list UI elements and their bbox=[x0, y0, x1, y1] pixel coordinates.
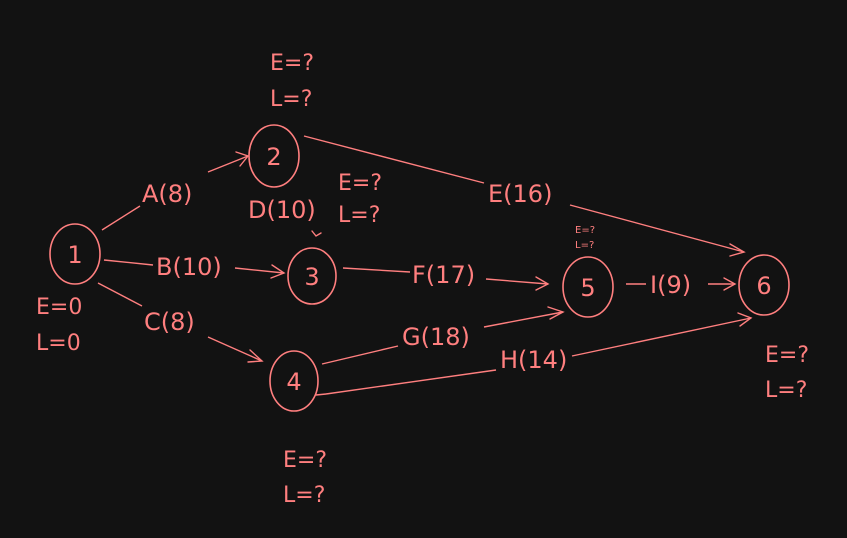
node-2-annotation: E=? L=? bbox=[270, 51, 314, 112]
edge-b: B(10) bbox=[103, 253, 286, 281]
node-5-e-value: E=? bbox=[575, 225, 595, 236]
edge-d: D(10) bbox=[248, 196, 322, 237]
node-1-circle bbox=[49, 223, 101, 285]
edge-b-line bbox=[103, 259, 154, 266]
node-5: 5 bbox=[562, 256, 614, 318]
edge-i: I(9) bbox=[626, 271, 737, 299]
edge-a-line bbox=[101, 205, 141, 231]
node-1-annotation: E=0 L=0 bbox=[36, 295, 82, 356]
node-6-l-value: L=? bbox=[765, 378, 807, 403]
node-2-circle bbox=[248, 124, 300, 188]
node-5-l-value: L=? bbox=[575, 240, 594, 251]
edge-a: A(8) bbox=[101, 151, 250, 231]
edge-a-label: A(8) bbox=[142, 180, 192, 208]
node-1-label: 1 bbox=[67, 241, 82, 269]
edge-c-label: C(8) bbox=[144, 308, 195, 336]
node-6-label: 6 bbox=[756, 272, 771, 300]
edge-c-line bbox=[97, 282, 143, 307]
edge-b-arrowhead bbox=[270, 264, 286, 279]
edge-a-arrowhead bbox=[235, 151, 250, 167]
edge-c-line-2 bbox=[207, 336, 263, 362]
node-1-l-value: L=0 bbox=[36, 331, 81, 356]
edge-g-label: G(18) bbox=[402, 323, 470, 351]
node-4-e-value: E=? bbox=[283, 448, 327, 473]
edge-i-arrowhead bbox=[723, 277, 737, 291]
edge-e-label: E(16) bbox=[488, 180, 552, 208]
edge-h-line-3 bbox=[325, 369, 497, 395]
edge-b-line-2 bbox=[234, 267, 285, 274]
node-3: 3 bbox=[287, 247, 337, 305]
node-2: 2 bbox=[248, 124, 300, 188]
edge-f-label: F(17) bbox=[412, 261, 475, 289]
edge-f-line bbox=[342, 267, 411, 273]
edge-c-arrowhead bbox=[247, 349, 264, 363]
edge-e-line bbox=[303, 135, 485, 184]
edge-i-label: I(9) bbox=[650, 271, 691, 299]
edge-a-line-2 bbox=[207, 155, 249, 173]
edge-c: C(8) bbox=[97, 282, 264, 363]
node-4-annotation: E=? L=? bbox=[283, 448, 327, 508]
node-2-e-value: E=? bbox=[270, 51, 314, 76]
node-5-label: 5 bbox=[580, 274, 595, 302]
node-6-circle bbox=[738, 254, 790, 316]
node-4-label: 4 bbox=[286, 368, 301, 396]
edge-h-line-2 bbox=[571, 317, 752, 357]
edge-f-line-2 bbox=[485, 278, 549, 285]
node-6-annotation: E=? L=? bbox=[765, 343, 809, 403]
edge-h-label: H(14) bbox=[500, 346, 567, 374]
edge-f-arrowhead bbox=[535, 276, 550, 291]
edge-e: E(16) bbox=[303, 135, 746, 257]
node-2-l-value: L=? bbox=[270, 87, 312, 112]
node-2-label: 2 bbox=[266, 143, 281, 171]
edge-h-line bbox=[315, 393, 327, 396]
edge-h: H(14) bbox=[315, 312, 753, 396]
edge-d-arrowhead bbox=[311, 230, 322, 237]
edge-g-arrowhead bbox=[547, 306, 565, 320]
edge-f: F(17) bbox=[342, 261, 550, 291]
edge-e-arrowhead bbox=[729, 243, 746, 257]
node-1-e-value: E=0 bbox=[36, 295, 82, 320]
edge-b-label: B(10) bbox=[156, 253, 222, 281]
edge-g: G(18) bbox=[321, 306, 565, 365]
node-4-circle bbox=[269, 350, 319, 412]
node-5-annotation: E=? L=? bbox=[575, 225, 595, 251]
node-6-e-value: E=? bbox=[765, 343, 809, 368]
edge-g-line bbox=[321, 345, 399, 365]
edge-e-line-2 bbox=[569, 204, 745, 253]
node-3-annotation: E=? L=? bbox=[338, 171, 382, 228]
node-3-label: 3 bbox=[304, 263, 319, 291]
edge-d-label: D(10) bbox=[248, 196, 316, 224]
node-3-e-value: E=? bbox=[338, 171, 382, 196]
node-3-circle bbox=[287, 247, 337, 305]
edge-h-arrowhead bbox=[737, 312, 753, 327]
node-1: 1 bbox=[49, 223, 101, 285]
node-5-circle bbox=[562, 256, 614, 318]
node-4-l-value: L=? bbox=[283, 483, 325, 508]
node-6: 6 bbox=[738, 254, 790, 316]
edge-g-line-2 bbox=[483, 311, 564, 328]
node-3-l-value: L=? bbox=[338, 203, 380, 228]
node-4: 4 bbox=[269, 350, 319, 412]
